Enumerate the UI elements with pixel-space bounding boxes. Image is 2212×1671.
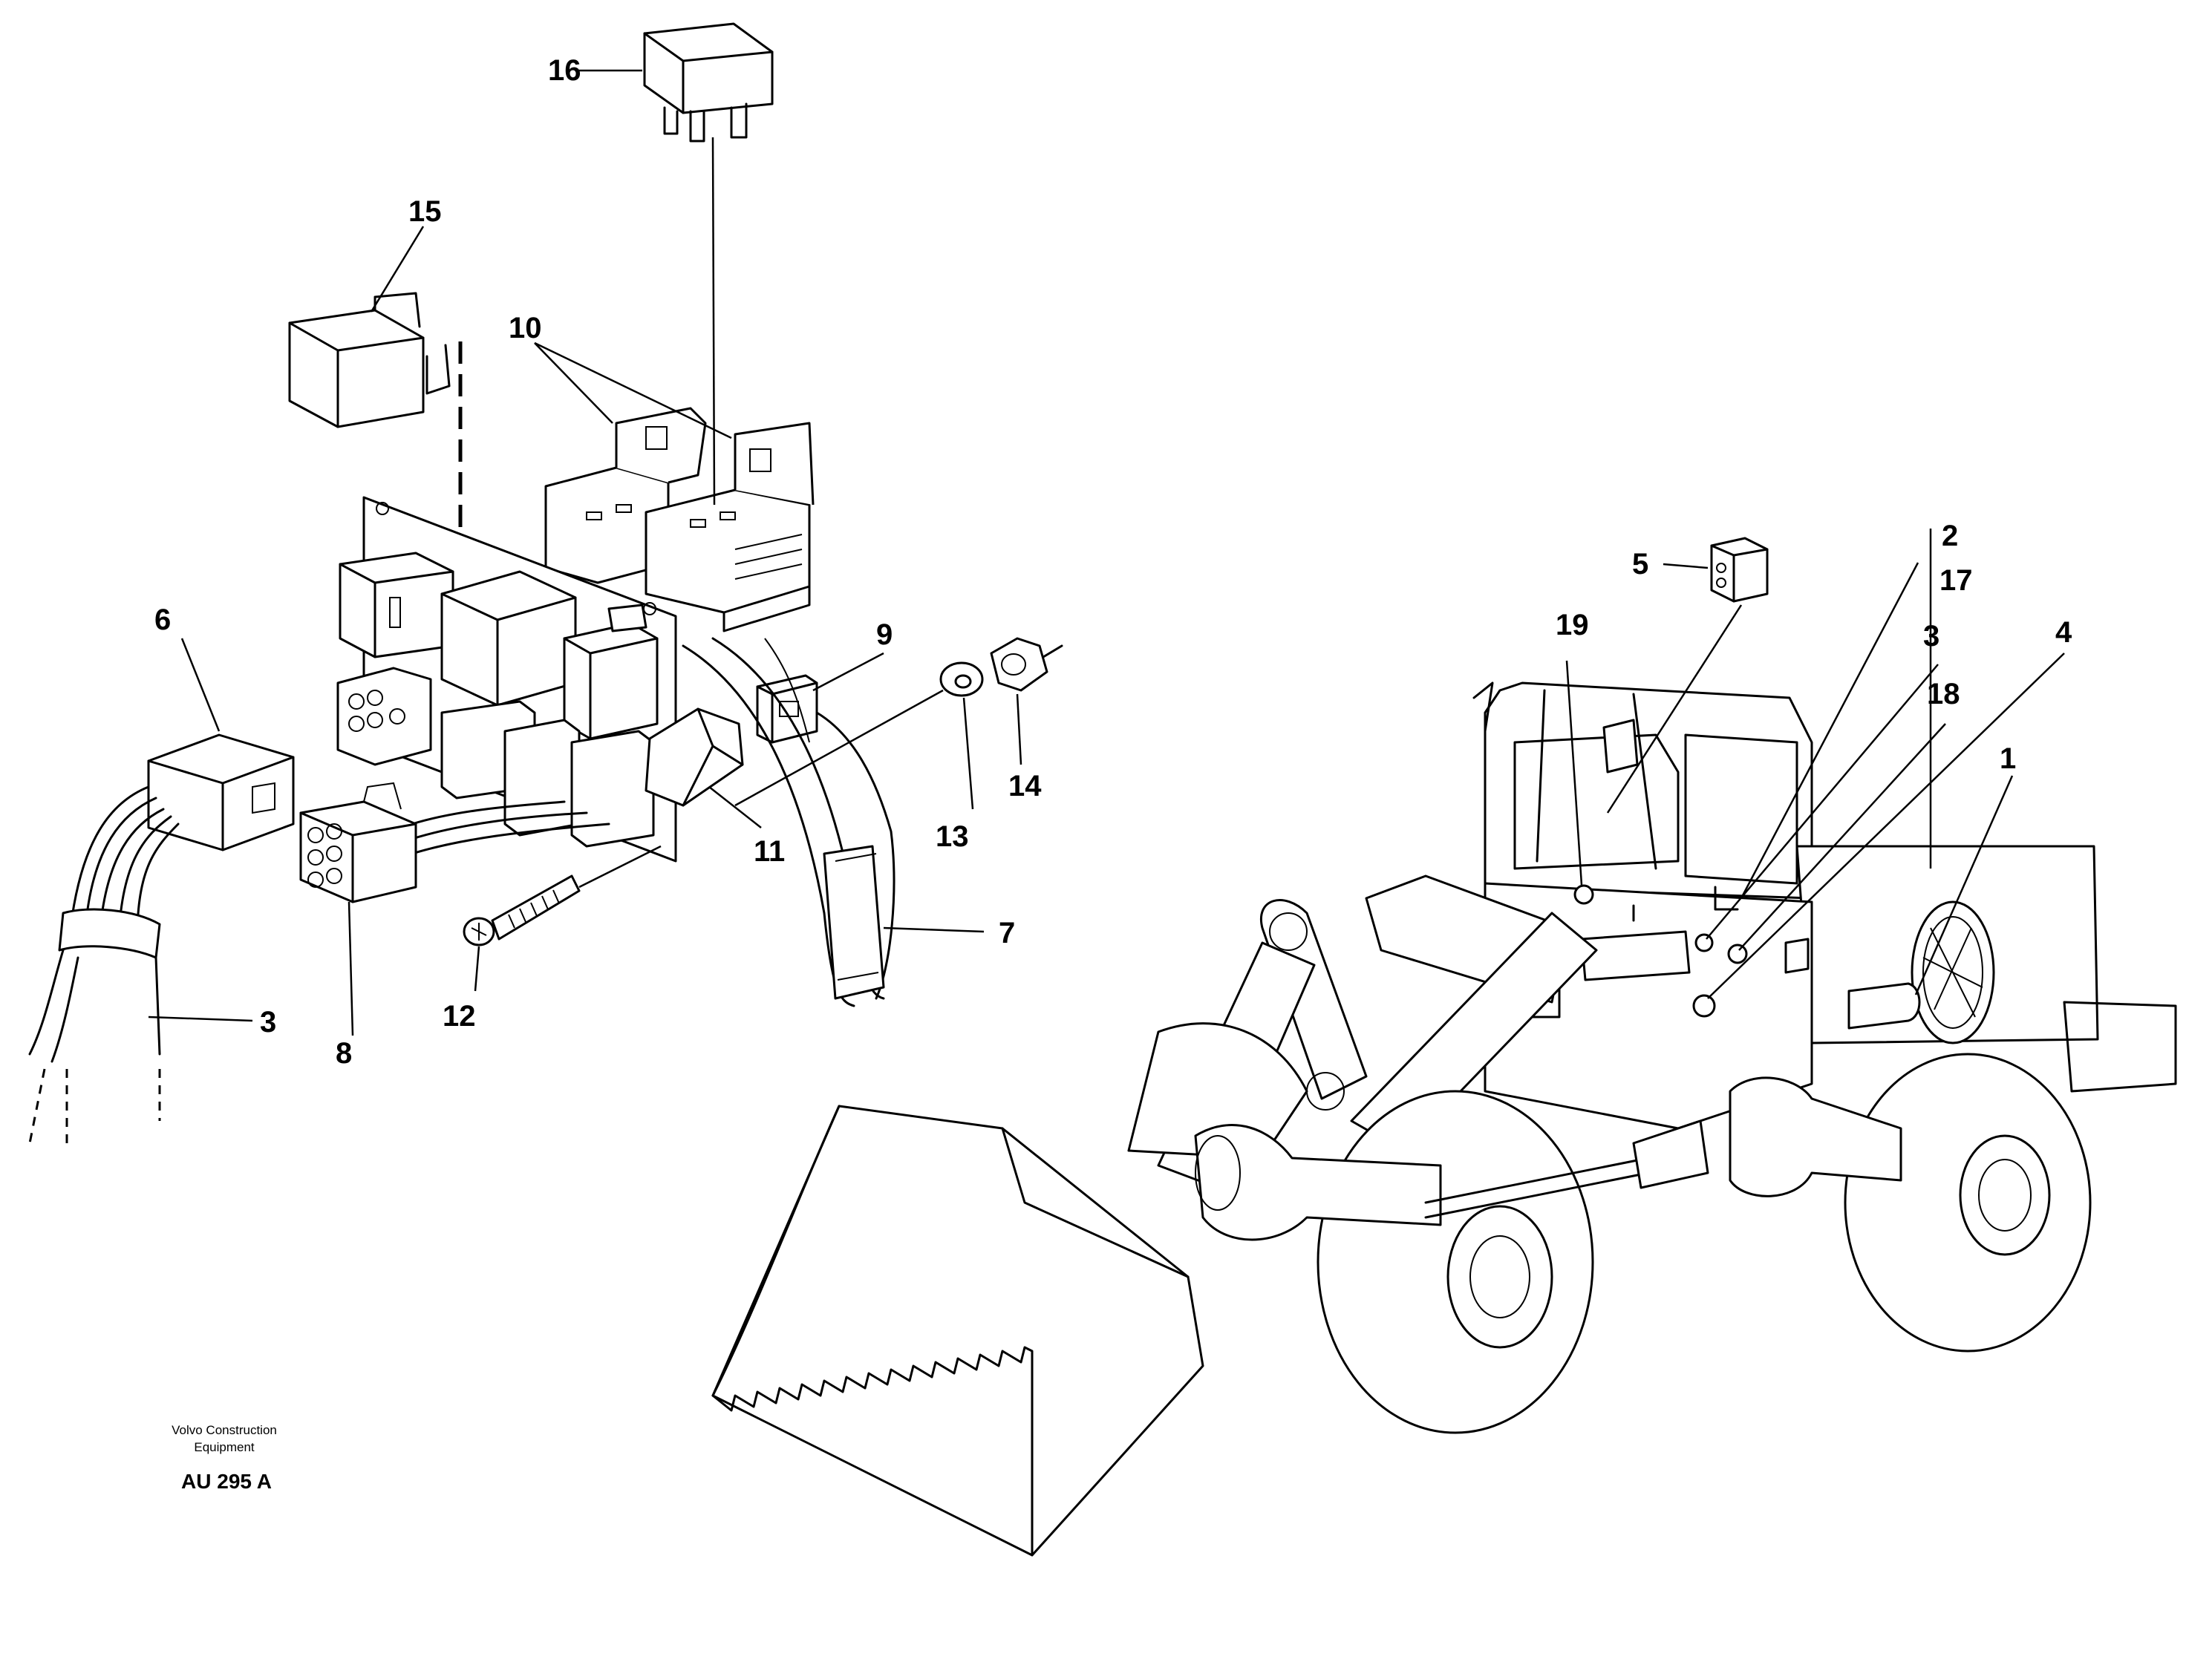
- screw-12: [463, 874, 581, 946]
- brand-line-2: Equipment: [194, 1440, 255, 1454]
- callout-9: 9: [876, 618, 893, 651]
- drawing-code: AU 295 A: [181, 1470, 272, 1493]
- callout-8: 8: [336, 1037, 352, 1070]
- callout-13: 13: [936, 820, 969, 853]
- wire-bundle: [411, 800, 610, 855]
- screw-axis-line: [578, 845, 662, 889]
- washer-axis-line: [734, 689, 944, 807]
- callout-14: 14: [1008, 770, 1042, 802]
- relay-socket-10: [544, 407, 815, 632]
- callout-15: 15: [408, 195, 442, 228]
- callout-17: 17: [1939, 564, 1973, 597]
- cable-harness-7: [682, 637, 895, 1007]
- callout-2: 2: [1942, 520, 1958, 552]
- callout-1: 1: [2000, 742, 2016, 775]
- wheel-loader-illustration: [711, 681, 2177, 1557]
- circuit-board: [336, 496, 677, 863]
- diode-11: [645, 707, 744, 807]
- callout-18: 18: [1927, 678, 1960, 710]
- callout-3-left: 3: [260, 1006, 276, 1039]
- callout-12: 12: [443, 1000, 476, 1033]
- callout-11: 11: [754, 835, 785, 868]
- callout-19: 19: [1556, 609, 1589, 641]
- callout-4: 4: [2055, 616, 2072, 649]
- connector-5: [1710, 537, 1769, 603]
- leader-lines: [148, 69, 2065, 1036]
- callout-labels: 16 15 10 6 9 11 13 14 7 3 8 12 5 2 17 19…: [154, 54, 2072, 1070]
- callout-16: 16: [548, 54, 581, 87]
- callout-6: 6: [154, 604, 171, 636]
- connector-6: [147, 733, 295, 851]
- wire-harness-3: [28, 785, 180, 1144]
- washer-13: [939, 661, 984, 697]
- relay-16: [643, 22, 774, 143]
- connector-8: [299, 782, 417, 903]
- brand-line-1: Volvo Construction: [172, 1423, 277, 1437]
- relay-15: [288, 292, 451, 428]
- nut-14: [990, 637, 1063, 692]
- footer: Volvo Construction Equipment AU 295 A: [172, 1423, 277, 1493]
- callout-10: 10: [509, 312, 542, 344]
- callout-3-right: 3: [1923, 620, 1939, 653]
- callout-7: 7: [999, 917, 1015, 949]
- callout-5: 5: [1632, 548, 1648, 581]
